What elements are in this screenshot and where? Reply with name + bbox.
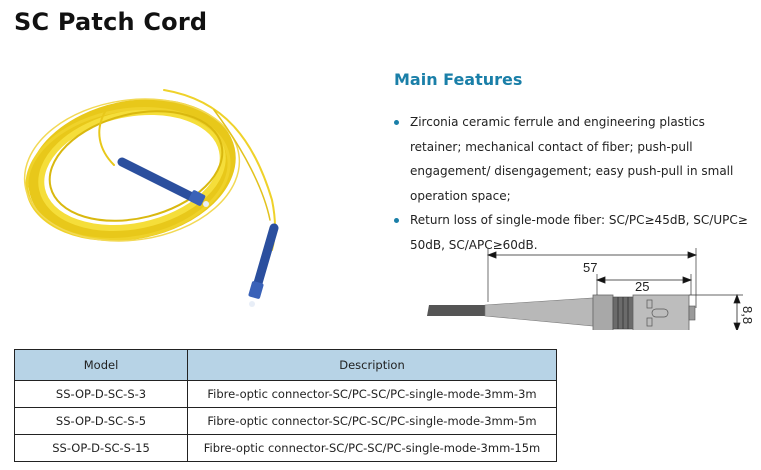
feature-item: Return loss of single-mode fiber: SC/PC≥… [394, 208, 754, 257]
features-list: Zirconia ceramic ferrule and engineering… [394, 110, 754, 257]
table-row: SS-OP-D-SC-S-15 Fibre-optic connector-SC… [14, 434, 557, 462]
page-title: SC Patch Cord [14, 8, 208, 36]
feature-text: Zirconia ceramic ferrule and engineering… [410, 115, 734, 203]
connector-dimension-drawing: 57 25 8,8 [427, 248, 755, 330]
housing-shape [592, 294, 614, 330]
dimension-8-8-label: 8,8 [740, 306, 755, 324]
column-header-model: Model [14, 349, 188, 381]
feature-item: Zirconia ceramic ferrule and engineering… [394, 110, 754, 208]
model-cell: SS-OP-D-SC-S-3 [14, 380, 188, 408]
sc-connector-1 [117, 157, 209, 207]
table-row: SS-OP-D-SC-S-5 Fibre-optic connector-SC/… [14, 407, 557, 435]
sc-connector-2 [248, 223, 279, 307]
patch-cord-photo [23, 89, 279, 307]
bullet-icon [394, 120, 399, 125]
description-cell: Fibre-optic connector-SC/PC-SC/PC-single… [187, 434, 557, 462]
cable-shape [427, 305, 485, 316]
dimension-57-label: 57 [583, 260, 597, 275]
table-header-row: Model Description [14, 349, 557, 381]
description-cell: Fibre-optic connector-SC/PC-SC/PC-single… [187, 380, 557, 408]
description-cell: Fibre-optic connector-SC/PC-SC/PC-single… [187, 407, 557, 435]
column-header-description: Description [187, 349, 557, 381]
boot-shape [484, 297, 594, 327]
connector-body-shape [632, 294, 690, 330]
table-row: SS-OP-D-SC-S-3 Fibre-optic connector-SC/… [14, 380, 557, 408]
main-features-heading: Main Features [394, 70, 523, 89]
model-cell: SS-OP-D-SC-S-5 [14, 407, 188, 435]
feature-text: Return loss of single-mode fiber: SC/PC≥… [410, 213, 748, 252]
model-table: Model Description SS-OP-D-SC-S-3 Fibre-o… [14, 349, 557, 462]
ferrule-shape [688, 305, 696, 321]
model-cell: SS-OP-D-SC-S-15 [14, 434, 188, 462]
dimension-25-label: 25 [635, 279, 649, 294]
bullet-icon [394, 218, 399, 223]
